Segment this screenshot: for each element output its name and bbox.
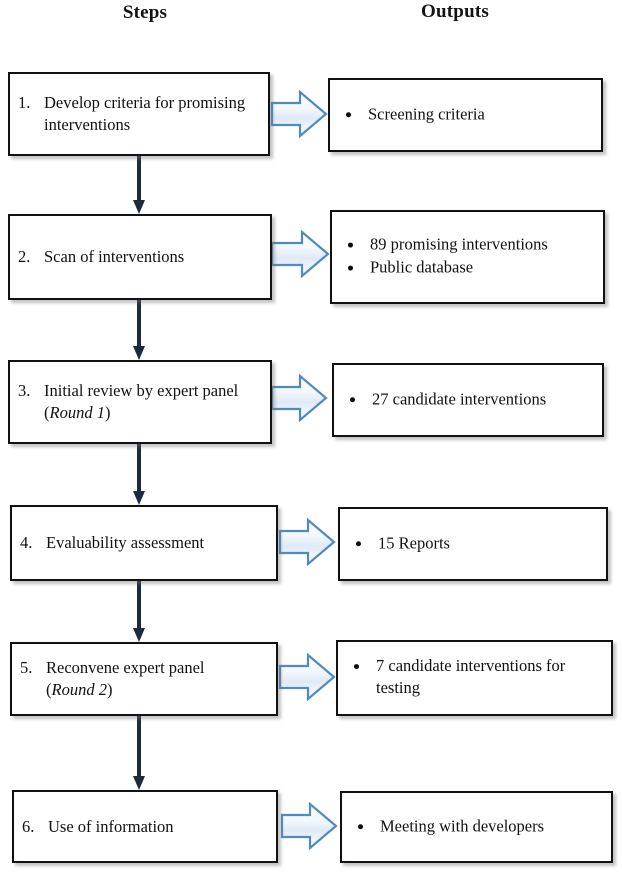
step-label-1: Develop criteria for promising intervent… xyxy=(44,93,246,134)
step-box-6[interactable]: 6. Use of information xyxy=(12,790,278,863)
step-number-3: 3. xyxy=(18,381,31,401)
step-label-main-5: Reconvene expert panel xyxy=(46,658,205,678)
output-bullets-3: 27 candidate interventions xyxy=(344,388,596,411)
bullet-dot-icon xyxy=(348,265,353,271)
step-text-5: 5. Reconvene expert panel(Round 2) xyxy=(20,657,270,701)
output-bullets-6: Meeting with developers xyxy=(352,815,605,838)
output-bullets-5: 7 candidate interventions for testing xyxy=(348,655,605,701)
output-text: 27 candidate interventions xyxy=(372,389,547,409)
output-box-1[interactable]: Screening criteria xyxy=(328,78,603,152)
list-item: 89 promising interventions xyxy=(342,234,597,256)
output-text: Screening criteria xyxy=(368,104,485,124)
step-label-3: Initial review by expert panel (Round 1) xyxy=(44,381,239,422)
list-item: 27 candidate interventions xyxy=(344,388,596,410)
bullet-dot-icon xyxy=(354,663,359,669)
output-text: Public database xyxy=(370,258,474,277)
step-label-4: Evaluability assessment xyxy=(46,533,205,553)
step-box-1[interactable]: 1. Develop criteria for promising interve… xyxy=(8,72,270,156)
list-item: Public database xyxy=(342,257,597,279)
output-box-2[interactable]: 89 promising interventions Public databa… xyxy=(330,210,605,304)
output-text: 7 candidate interventions for testing xyxy=(376,656,566,698)
step-number-2: 2. xyxy=(18,247,31,267)
column-header-outputs: Outputs xyxy=(421,1,489,22)
list-item: 15 Reports xyxy=(350,532,600,554)
step-text-1: 1. Develop criteria for promising interve… xyxy=(18,92,262,136)
output-bullets-4: 15 Reports xyxy=(350,532,600,555)
output-bullets-1: Screening criteria xyxy=(340,103,595,126)
step-text-3: 3. Initial review by expert panel (Round … xyxy=(18,380,264,424)
bullet-dot-icon xyxy=(348,242,353,248)
step-number-6: 6. xyxy=(22,816,35,836)
output-box-4[interactable]: 15 Reports xyxy=(338,507,608,581)
step-box-2[interactable]: 2. Scan of interventions xyxy=(8,214,272,300)
round-label-3: Round 1 xyxy=(49,403,105,422)
bullet-dot-icon xyxy=(350,396,355,402)
step-number-1: 1. xyxy=(18,93,31,113)
output-text: Meeting with developers xyxy=(380,816,545,836)
step-label-5: Reconvene expert panel(Round 2) xyxy=(46,658,205,699)
block-arrow-right-icon xyxy=(270,89,338,851)
step-box-3[interactable]: 3. Initial review by expert panel (Round … xyxy=(8,360,272,444)
bullet-dot-icon xyxy=(346,111,351,117)
list-item: Meeting with developers xyxy=(352,815,605,837)
column-header-steps: Steps xyxy=(122,2,168,23)
step-text-4: 4. Evaluability assessment xyxy=(20,532,270,554)
output-box-3[interactable]: 27 candidate interventions xyxy=(332,363,604,437)
output-box-6[interactable]: Meeting with developers xyxy=(340,791,613,863)
bullet-dot-icon xyxy=(358,823,363,829)
step-text-6: 6. Use of information xyxy=(22,816,270,838)
bullet-dot-icon xyxy=(356,540,361,546)
step-label-main-3: Initial review by expert panel xyxy=(44,381,239,401)
output-box-5[interactable]: 7 candidate interventions for testing xyxy=(336,640,613,716)
list-item: 7 candidate interventions for testing xyxy=(348,655,605,700)
step-number-4: 4. xyxy=(20,533,33,553)
round-label-5: Round 2 xyxy=(51,680,107,699)
output-text: 89 promising interventions xyxy=(370,234,548,254)
list-item: Screening criteria xyxy=(340,103,595,125)
step-text-2: 2. Scan of interventions xyxy=(18,246,264,268)
output-bullets-2: 89 promising interventions Public databa… xyxy=(342,234,597,281)
step-label-6: Use of information xyxy=(48,816,174,836)
step-box-5[interactable]: 5. Reconvene expert panel(Round 2) xyxy=(10,642,278,716)
step-box-4[interactable]: 4. Evaluability assessment xyxy=(10,505,278,581)
output-text: 15 Reports xyxy=(378,533,450,553)
step-number-5: 5. xyxy=(20,658,33,678)
step-label-2: Scan of interventions xyxy=(44,247,185,267)
